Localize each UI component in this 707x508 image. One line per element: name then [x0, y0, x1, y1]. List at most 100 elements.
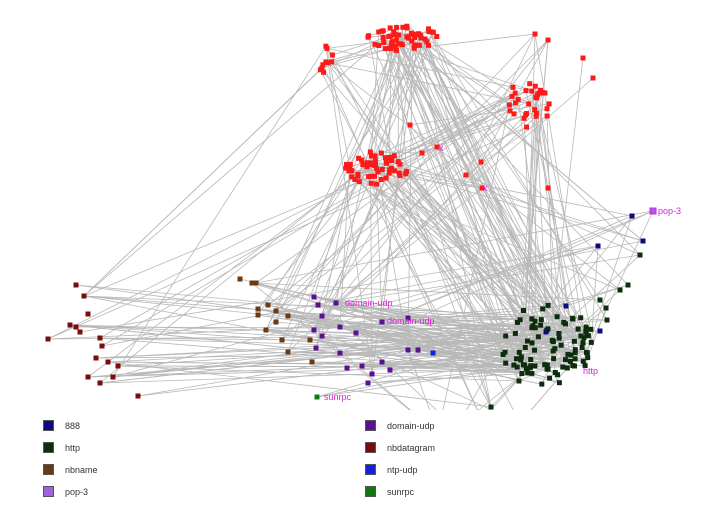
graph-node-red-right	[527, 81, 533, 87]
graph-edge	[47, 334, 588, 340]
node-label-sunrpc: sunrpc	[324, 392, 352, 402]
graph-node-nbdatagram	[105, 359, 111, 365]
graph-node-red-top	[424, 39, 430, 45]
graph-edge	[281, 102, 516, 341]
graph-node-domain-udp	[369, 371, 375, 377]
graph-edge	[526, 113, 537, 369]
graph-edge	[502, 318, 533, 355]
graph-node-http	[583, 329, 589, 335]
graph-node-http	[522, 345, 528, 350]
graph-node-http-extra	[617, 287, 623, 293]
graph-node-domain-udp	[311, 294, 317, 300]
graph-edge	[83, 69, 321, 297]
graph-node-red-mid	[344, 162, 349, 167]
graph-node-red-mid	[392, 168, 398, 174]
node-label-domain-udp-1: domain-udp	[345, 298, 393, 308]
graph-node-http	[527, 365, 533, 371]
graph-edge	[112, 320, 535, 378]
legend-swatch-nbname	[43, 464, 54, 475]
graph-node-red-top	[410, 31, 415, 37]
graph-node-http	[554, 314, 560, 320]
graph-edge	[419, 44, 510, 106]
graph-edge	[385, 27, 404, 158]
graph-node-red-mid	[374, 166, 380, 172]
graph-node-red-top	[393, 37, 399, 43]
graph-node-red-top-left	[321, 69, 327, 75]
graph-node-red-right	[535, 92, 541, 98]
graph-node-http	[503, 333, 509, 339]
graph-node-nbname	[237, 276, 243, 282]
graph-node-domain-udp	[311, 327, 317, 333]
graph-node-red-mid	[378, 150, 384, 156]
graph-node-http	[563, 357, 568, 363]
graph-node-http	[544, 362, 550, 368]
graph-node-red-mid	[368, 153, 374, 159]
graph-node-http	[529, 316, 535, 322]
graph-node-red-mid	[386, 170, 392, 176]
graph-node-nbdatagram	[115, 363, 121, 369]
graph-node-red-top	[412, 35, 418, 40]
graph-node-http	[511, 362, 517, 368]
graph-node-red-right	[533, 113, 539, 119]
graph-node-domain-udp	[319, 313, 325, 319]
graph-node-red-top	[381, 40, 387, 45]
graph-node-http	[567, 358, 573, 364]
graph-node-red-top	[399, 42, 405, 48]
graph-node-red-stray	[478, 159, 484, 165]
graph-node-http	[529, 325, 535, 331]
graph-node-red-stray	[545, 37, 551, 43]
graph-node-nbname	[285, 349, 291, 355]
legend-item-http: http	[43, 442, 80, 453]
graph-edge	[346, 108, 548, 169]
node-label-x-2: x	[483, 183, 488, 193]
graph-node-nbname	[253, 280, 259, 286]
graph-node-red-top	[405, 34, 411, 40]
graph-edge	[386, 90, 527, 164]
node-label-http-1: http	[583, 366, 598, 376]
graph-edge	[265, 37, 415, 331]
legend-label-nbname: nbname	[65, 464, 98, 475]
graph-node-red-mid	[374, 181, 379, 187]
graph-nodes	[45, 23, 657, 410]
graph-edge	[339, 320, 535, 354]
graph-node-domain-udp	[365, 380, 371, 386]
graph-edge	[69, 324, 526, 348]
graph-edge	[376, 168, 507, 364]
graph-node-red-right	[532, 107, 538, 113]
graph-edge	[538, 92, 571, 362]
graph-node-http	[582, 363, 588, 369]
legend-label-nbdatagram: nbdatagram	[387, 442, 436, 453]
graph-edge	[391, 92, 546, 169]
graph-node-http	[538, 322, 544, 328]
graph-edge	[335, 302, 521, 361]
graph-node-http	[545, 302, 551, 308]
graph-edge	[355, 215, 633, 334]
graph-edge	[346, 284, 629, 369]
graph-node-red-top-left	[329, 52, 335, 58]
graph-node-domain-udp	[353, 330, 359, 336]
graph-node-nbdatagram	[81, 293, 87, 299]
graph-edge	[83, 27, 397, 297]
graph-node-red-top	[394, 32, 400, 38]
graph-node-http	[532, 318, 538, 324]
graph-node-domain-udp	[405, 315, 411, 321]
legend-label-pop3: pop-3	[65, 486, 89, 497]
graph-node-http	[560, 364, 566, 370]
graph-node-nbname	[255, 312, 261, 318]
graph-node-red-mid	[366, 174, 372, 180]
graph-node-http	[522, 362, 528, 368]
graph-edge	[281, 162, 368, 341]
graph-node-http	[514, 364, 520, 370]
graph-edge	[420, 37, 565, 323]
graph-node-http	[532, 347, 537, 353]
graph-node-http	[544, 366, 550, 372]
graph-edge	[257, 314, 522, 358]
graph-node-red-top	[380, 35, 386, 40]
legend-swatch-nbdatagram	[365, 442, 376, 453]
graph-edges	[47, 25, 654, 410]
legend-swatch-sunrpc	[365, 486, 376, 497]
legend-swatch-888	[43, 420, 54, 431]
graph-node-red-stray	[532, 31, 538, 37]
graph-node-http	[519, 371, 525, 376]
graph-node-http	[580, 340, 586, 346]
